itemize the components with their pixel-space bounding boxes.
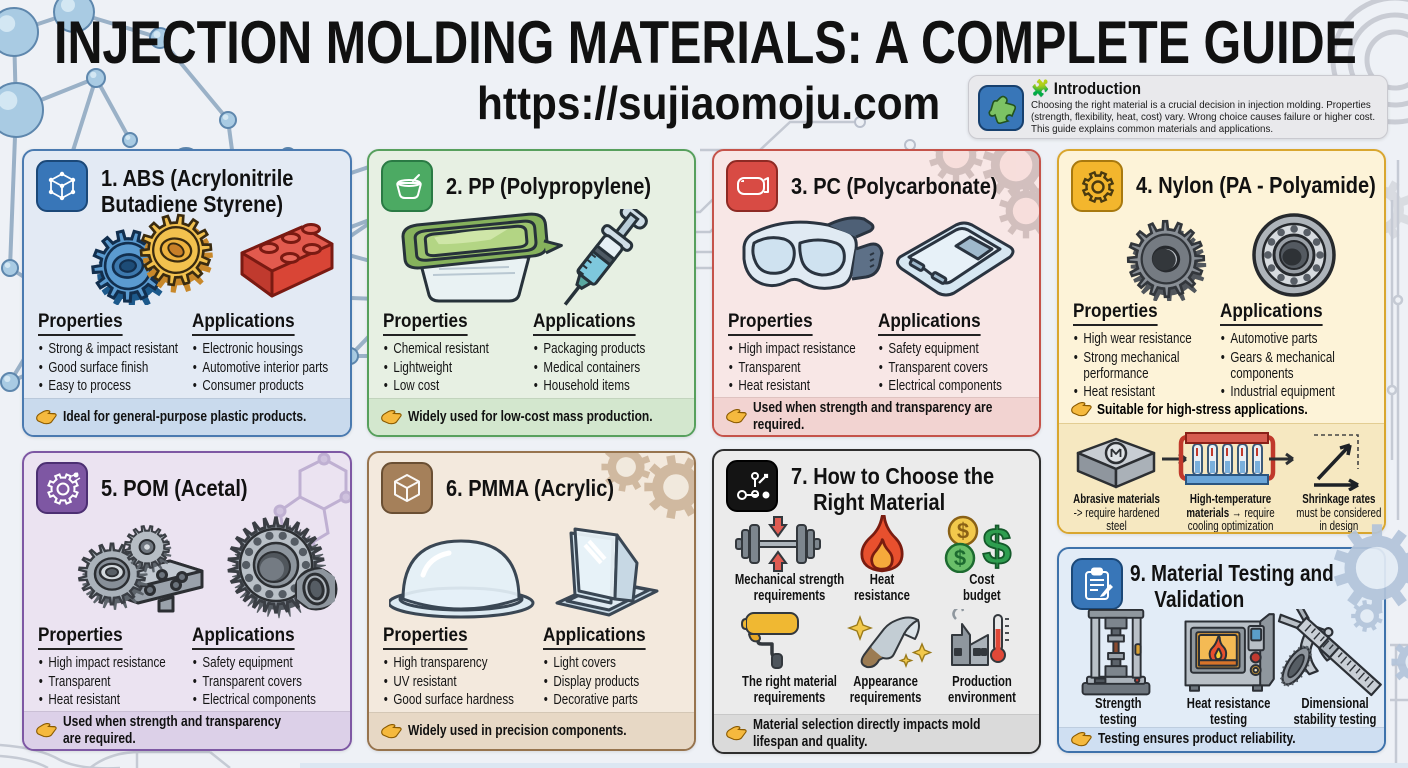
- svg-text:$: $: [954, 546, 966, 571]
- svg-text:$: $: [983, 518, 1012, 573]
- svg-text:$: $: [957, 519, 969, 544]
